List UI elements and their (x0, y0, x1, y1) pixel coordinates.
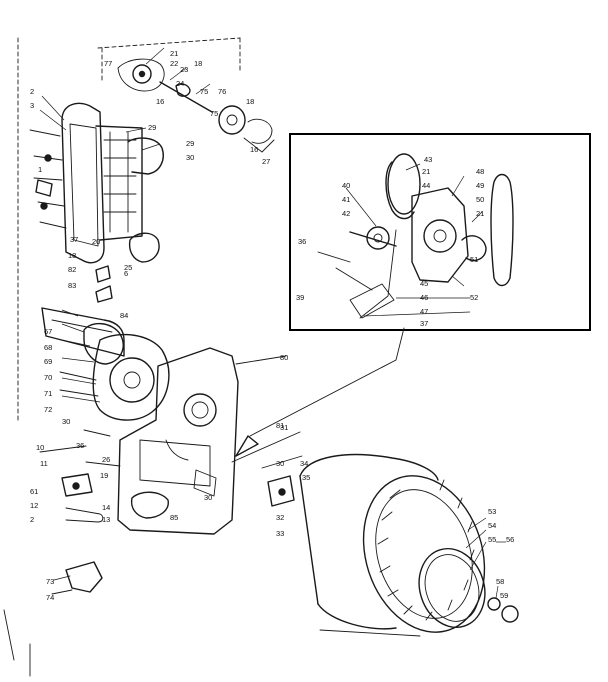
callout-54: 54 (488, 521, 496, 530)
callout-30: 30 (276, 459, 284, 468)
callout-30: 30 (204, 493, 212, 502)
callout-21: 21 (422, 167, 430, 176)
scan-margin-mark (3, 609, 15, 661)
callout-11: 11 (40, 459, 48, 468)
callout-80: 80 (280, 353, 288, 362)
callout-45: 45 (420, 279, 428, 288)
callout-27: 27 (262, 157, 270, 166)
heater-box (17, 37, 164, 421)
callout-29: 29 (148, 123, 156, 132)
callout-2: 2 (30, 515, 34, 524)
callout-50: 50 (476, 195, 484, 204)
callout-31: 31 (280, 423, 288, 432)
callout-84: 84 (120, 311, 128, 320)
callout-43: 43 (424, 155, 432, 164)
callout-14: 14 (102, 503, 110, 512)
callout-82: 82 (68, 265, 76, 274)
callout-48: 48 (476, 167, 484, 176)
callout-30: 30 (186, 153, 194, 162)
callout-labels: 21 77 22 23 18 24 16 75 76 75 18 16 27 2… (30, 49, 514, 602)
callout-2: 2 (30, 87, 34, 96)
callout-16: 16 (156, 97, 164, 106)
callout-47: 47 (420, 307, 428, 316)
callout-36: 36 (76, 441, 84, 450)
callout-21: 21 (170, 49, 178, 58)
callout-3: 3 (30, 101, 34, 110)
leader-lines (39, 47, 506, 599)
callout-32: 32 (276, 513, 284, 522)
blower-housing (41, 307, 170, 421)
callout-30: 30 (62, 417, 70, 426)
callout-51: 51 (470, 255, 478, 264)
callout-74: 74 (46, 593, 54, 602)
callout-75: 75 (210, 109, 218, 118)
thermostat-parts (39, 429, 121, 595)
callout-70: 70 (44, 373, 52, 382)
callout-36: 36 (298, 237, 306, 246)
drum-assembly (231, 431, 519, 637)
callout-44: 44 (422, 181, 430, 190)
callout-19: 19 (100, 471, 108, 480)
callout-18: 18 (194, 59, 202, 68)
callout-46: 46 (420, 293, 428, 302)
callout-73: 73 (46, 577, 54, 586)
callout-10: 10 (36, 443, 44, 452)
callout-26: 26 (102, 455, 110, 464)
callout-67: 67 (44, 327, 52, 336)
callout-40: 40 (342, 181, 350, 190)
callout-37: 37 (70, 235, 78, 244)
callout-18: 18 (68, 251, 76, 260)
callout-21: 21 (476, 209, 484, 218)
callout-77: 77 (104, 59, 112, 68)
callout-81: 81 (276, 421, 284, 430)
front-bulkhead (117, 347, 287, 535)
callout-59: 59 (500, 591, 508, 600)
callout-34: 34 (300, 459, 308, 468)
callout-24: 24 (176, 79, 184, 88)
callout-41: 41 (342, 195, 350, 204)
callout-68: 68 (44, 343, 52, 352)
callout-25: 25 (124, 263, 132, 272)
callout-53: 53 (488, 507, 496, 516)
callout-42: 42 (342, 209, 350, 218)
callout-13: 13 (102, 515, 110, 524)
callout-12: 12 (30, 501, 38, 510)
callout-71: 71 (44, 389, 52, 398)
callout-20: 20 (92, 237, 100, 246)
callout-22: 22 (170, 59, 178, 68)
callout-58: 58 (496, 577, 504, 586)
callout-83: 83 (68, 281, 76, 290)
callout-37: 37 (420, 319, 428, 328)
callout-16: 16 (250, 145, 258, 154)
callout-49: 49 (476, 181, 484, 190)
motor-assembly-inset (235, 133, 591, 457)
callout-85: 85 (170, 513, 178, 522)
callout-61: 61 (30, 487, 38, 496)
callout-75: 75 (200, 87, 208, 96)
callout-29: 29 (186, 139, 194, 148)
idler-pulley-assembly (97, 37, 275, 153)
callout-33: 33 (276, 529, 284, 538)
callout-56: 56 (506, 535, 514, 544)
callout-52: 52 (470, 293, 478, 302)
callout-55: 55 (488, 535, 496, 544)
callout-69: 69 (44, 357, 52, 366)
callout-35: 35 (302, 473, 310, 482)
callout-6: 6 (124, 269, 128, 278)
callout-72: 72 (44, 405, 52, 414)
callout-39: 39 (296, 293, 304, 302)
callout-1: 1 (38, 165, 42, 174)
callout-23: 23 (180, 65, 188, 74)
callout-76: 76 (218, 87, 226, 96)
callout-18: 18 (246, 97, 254, 106)
